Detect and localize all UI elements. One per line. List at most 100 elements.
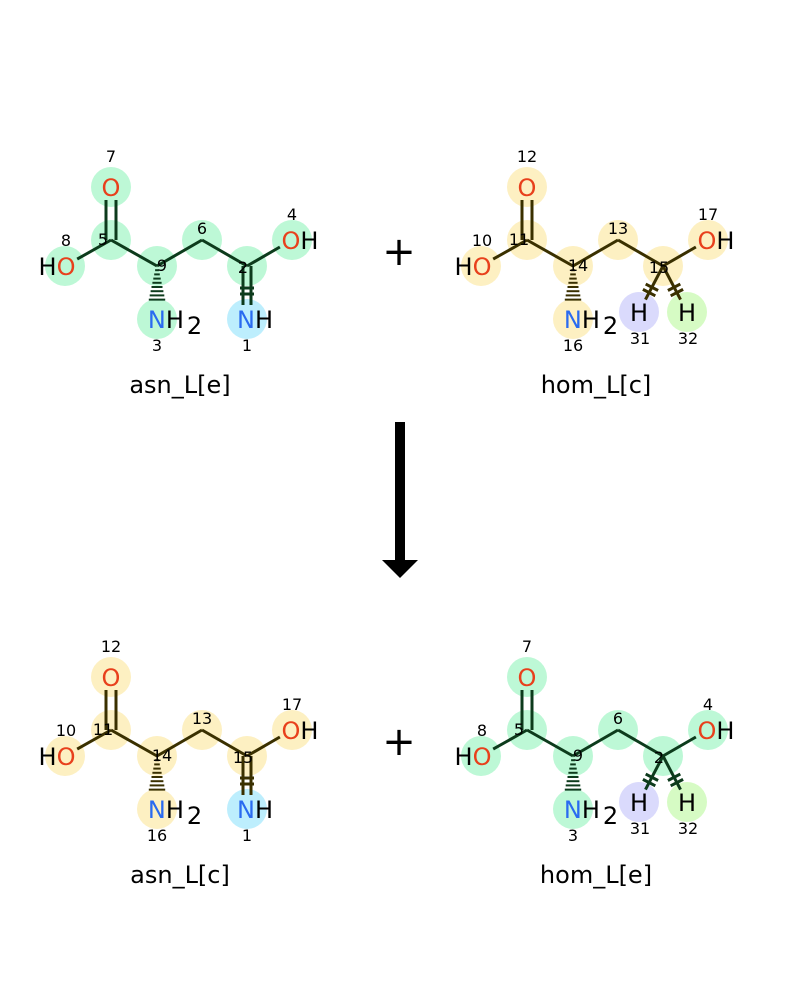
atom-map-number: 9 — [157, 256, 167, 275]
atom-map-number: 15 — [233, 748, 253, 767]
atom-map-number: 17 — [282, 695, 302, 714]
atom-prefix: H — [39, 743, 57, 771]
atom-symbol: N — [564, 796, 582, 824]
atom-map-number: 16 — [563, 336, 583, 355]
atom-suffix: H — [300, 717, 318, 745]
bond-single — [246, 245, 281, 268]
atom-suffix: H — [255, 306, 273, 334]
atom-highlight-17 — [272, 710, 312, 750]
reaction-arrow — [382, 422, 418, 578]
atom-map-number: 8 — [61, 231, 71, 250]
atom-suffix: H — [166, 796, 184, 824]
bonds — [76, 200, 281, 305]
atom-map-number: 3 — [568, 826, 578, 845]
atom-highlight-10 — [45, 736, 85, 776]
atom-map-number: 7 — [522, 637, 532, 656]
bond-single — [526, 238, 574, 268]
atom-label-h: H — [630, 789, 648, 817]
atom-suffix: H — [716, 717, 734, 745]
bond-single — [662, 245, 697, 268]
atom-label-o: OH — [698, 717, 735, 745]
atom-symbol: H — [630, 299, 648, 327]
atom-label-o: HO — [39, 743, 76, 771]
atom-symbol: O — [57, 743, 76, 771]
bond-cross-mark — [669, 288, 684, 298]
atom-label-o: OH — [282, 717, 319, 745]
atom-label-o: HO — [455, 253, 492, 281]
bonds — [492, 690, 697, 791]
atom-map-number: 1 — [242, 826, 252, 845]
atom-map-number: 13 — [192, 709, 212, 728]
atom-highlight-32 — [667, 292, 707, 332]
atom-label-o: OH — [698, 227, 735, 255]
bonds — [76, 690, 281, 795]
molecule-name: hom_L[e] — [540, 861, 652, 889]
atom-prefix: H — [455, 743, 473, 771]
atom-highlight-10 — [461, 246, 501, 286]
atom-highlight-1 — [227, 299, 267, 339]
atom-label-o: HO — [455, 743, 492, 771]
atom-symbol: O — [518, 174, 537, 202]
bond-single — [76, 728, 112, 751]
atom-symbol: O — [473, 743, 492, 771]
atom-suffix: H — [166, 306, 184, 334]
bond-single — [201, 238, 248, 268]
atom-map-number: 4 — [287, 205, 297, 224]
plus-sign-products: + — [382, 719, 416, 765]
atom-symbol: N — [148, 796, 166, 824]
atom-highlight-1 — [227, 789, 267, 829]
atom-map-number: 14 — [152, 746, 172, 765]
bond-single — [492, 728, 528, 751]
atom-prefix: H — [39, 253, 57, 281]
atom-map-number: 31 — [630, 329, 650, 348]
atom-map-number: 14 — [568, 256, 588, 275]
atom-highlight-8 — [45, 246, 85, 286]
atom-label-o: O — [102, 664, 121, 692]
atom-highlight-31 — [619, 782, 659, 822]
atom-map-number: 5 — [98, 230, 108, 249]
atom-symbol: O — [698, 227, 717, 255]
bond-cross-mark — [644, 282, 659, 292]
atom-map-number: 12 — [101, 637, 121, 656]
bond-single — [156, 238, 203, 268]
atom-label-o: OH — [282, 227, 319, 255]
atom-highlight-7 — [507, 657, 547, 697]
atom-map-number: 32 — [678, 819, 698, 838]
atom-map-number: 13 — [608, 219, 628, 238]
atom-label-n: NH — [237, 796, 273, 824]
atom-label-o: O — [102, 174, 121, 202]
bond-single — [526, 728, 574, 758]
atom-highlight-7 — [91, 167, 131, 207]
atom-highlight-32 — [667, 782, 707, 822]
atom-suffix: H — [716, 227, 734, 255]
atom-symbol: H — [678, 299, 696, 327]
bond-single — [246, 735, 281, 758]
bond-single — [110, 238, 158, 268]
atom-map-number: 16 — [147, 826, 167, 845]
bond-cross-mark — [642, 778, 657, 788]
atom-subscript: 2 — [603, 802, 618, 830]
molecule-name: hom_L[c] — [541, 371, 652, 399]
atom-prefix: H — [455, 253, 473, 281]
atom-suffix: H — [582, 796, 600, 824]
atom-subscript: 2 — [187, 802, 202, 830]
atom-map-number: 7 — [106, 147, 116, 166]
atom-map-number: 1 — [242, 336, 252, 355]
atom-highlight-4 — [272, 220, 312, 260]
bond-single — [572, 728, 619, 758]
atom-map-number: 8 — [477, 721, 487, 740]
atom-highlight-16 — [137, 789, 177, 829]
bond-single-ch — [661, 755, 682, 791]
atom-map-number: 3 — [152, 336, 162, 355]
bond-single — [662, 735, 697, 758]
atom-symbol: H — [630, 789, 648, 817]
atom-map-number: 12 — [517, 147, 537, 166]
bond-single — [617, 728, 664, 758]
atom-symbol: O — [473, 253, 492, 281]
